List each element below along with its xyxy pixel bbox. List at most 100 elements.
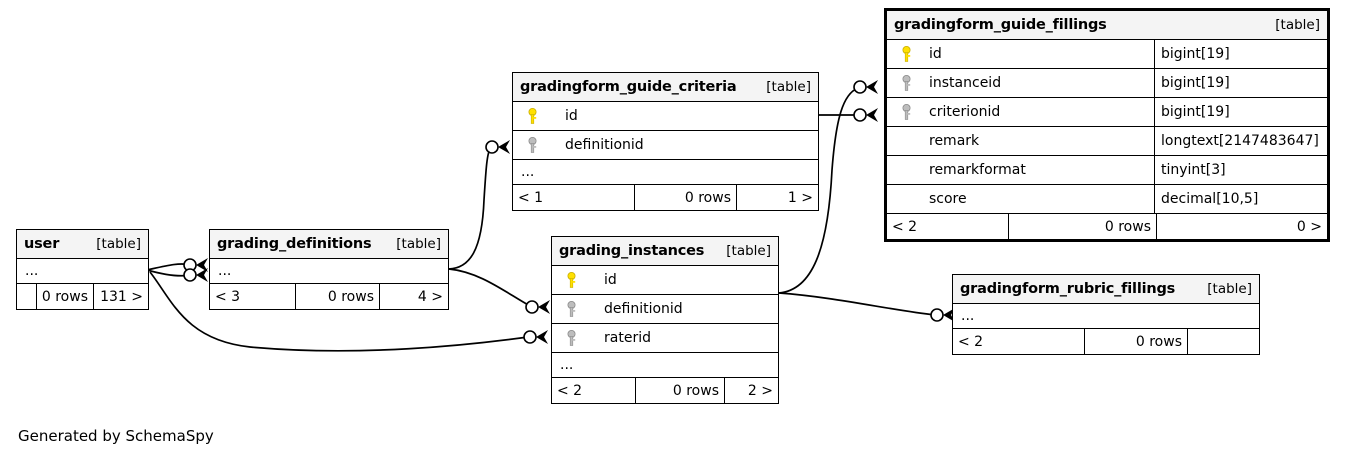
primary-key-icon	[895, 45, 917, 63]
foreign-key-icon	[895, 74, 917, 92]
table-header: grading_definitions [table]	[210, 230, 448, 259]
table-type-tag: [table]	[726, 243, 771, 259]
table-footer: 0 rows 131 >	[17, 284, 148, 309]
table-header: user [table]	[17, 230, 148, 259]
table-header: gradingform_guide_criteria [table]	[513, 73, 818, 102]
column-name: remarkformat	[929, 162, 1026, 178]
footer-row-count: 0 rows	[296, 284, 380, 309]
column-name-cell: raterid	[552, 324, 778, 352]
table-title: user	[24, 236, 60, 252]
column-name-cell: id	[552, 266, 778, 294]
more-columns-indicator: ...	[218, 263, 232, 279]
generated-by-credit: Generated by SchemaSpy	[18, 427, 214, 445]
column-name: id	[565, 108, 578, 124]
footer-row-count: 0 rows	[636, 378, 725, 403]
column-type-cell: bigint[19]	[1161, 75, 1230, 91]
table-row: definitionid	[513, 131, 818, 160]
table-title: gradingform_guide_criteria	[520, 79, 737, 95]
table-row-more: ...	[552, 353, 778, 378]
footer-children-count: 0 >	[1296, 218, 1322, 235]
column-name-cell: id	[513, 102, 818, 130]
column-name-cell: id	[887, 40, 1155, 68]
table-row: raterid	[552, 324, 778, 353]
column-name-cell: instanceid	[887, 69, 1155, 97]
primary-key-icon	[560, 271, 582, 289]
footer-children-count: 4 >	[417, 288, 443, 305]
column-type-cell: bigint[19]	[1161, 46, 1230, 62]
table-node-grading-definitions[interactable]: grading_definitions [table] ... < 3 0 ro…	[209, 229, 449, 310]
table-footer: < 3 0 rows 4 >	[210, 284, 448, 309]
footer-row-count: 0 rows	[1085, 329, 1188, 354]
more-columns-indicator: ...	[560, 357, 574, 373]
table-footer: < 1 0 rows 1 >	[513, 185, 818, 210]
table-row: remarkformat tinyint[3]	[887, 156, 1327, 185]
table-row: id bigint[19]	[887, 40, 1327, 69]
table-title: gradingform_rubric_fillings	[960, 281, 1176, 297]
column-name-cell: definitionid	[552, 295, 778, 323]
footer-row-count: 0 rows	[37, 284, 94, 309]
footer-parents-count: < 2	[552, 378, 636, 403]
footer-row-count: 0 rows	[635, 185, 737, 210]
footer-parents-count: < 2	[887, 214, 1009, 239]
footer-parents-count	[17, 284, 37, 309]
table-node-user[interactable]: user [table] ... 0 rows 131 >	[16, 229, 149, 310]
footer-children-count: 2 >	[747, 382, 773, 399]
column-name: score	[929, 191, 967, 207]
table-header: gradingform_guide_fillings [table]	[887, 11, 1327, 40]
table-type-tag: [table]	[1207, 281, 1252, 297]
table-type-tag: [table]	[766, 79, 811, 95]
table-row-more: ...	[17, 259, 148, 284]
more-columns-indicator: ...	[961, 308, 975, 324]
footer-parents-count: < 1	[513, 185, 635, 210]
column-name-cell: criterionid	[887, 98, 1155, 126]
footer-row-count: 0 rows	[1009, 214, 1157, 239]
more-columns-indicator: ...	[521, 164, 535, 180]
column-name: definitionid	[604, 301, 683, 317]
footer-parents-count: < 2	[953, 329, 1085, 354]
table-footer: < 2 0 rows 2 >	[552, 378, 778, 403]
foreign-key-icon	[521, 136, 543, 154]
table-node-grading-instances[interactable]: grading_instances [table] id	[551, 236, 779, 404]
footer-parents-count: < 3	[210, 284, 296, 309]
table-title: gradingform_guide_fillings	[894, 17, 1107, 33]
table-footer: < 2 0 rows	[953, 329, 1259, 354]
foreign-key-icon	[560, 329, 582, 347]
foreign-key-icon	[560, 300, 582, 318]
table-header: grading_instances [table]	[552, 237, 778, 266]
table-row: instanceid bigint[19]	[887, 69, 1327, 98]
table-node-gradingform-guide-criteria[interactable]: gradingform_guide_criteria [table] id	[512, 72, 819, 211]
table-row-more: ...	[513, 160, 818, 185]
footer-children-count: 1 >	[787, 189, 813, 206]
more-columns-indicator: ...	[25, 263, 39, 279]
table-node-gradingform-rubric-fillings[interactable]: gradingform_rubric_fillings [table] ... …	[952, 274, 1260, 355]
column-name: remark	[929, 133, 980, 149]
column-type-cell: tinyint[3]	[1161, 162, 1226, 178]
footer-children-count: 131 >	[100, 288, 143, 305]
column-name: criterionid	[929, 104, 1001, 120]
column-name-cell: definitionid	[513, 131, 818, 159]
column-name: definitionid	[565, 137, 644, 153]
table-type-tag: [table]	[96, 236, 141, 252]
footer-children-count	[1188, 329, 1259, 354]
column-type-cell: longtext[2147483647]	[1161, 133, 1319, 149]
column-name-cell: score	[887, 185, 1155, 213]
table-row: id	[552, 266, 778, 295]
table-row: remark longtext[2147483647]	[887, 127, 1327, 156]
column-name-cell: remark	[887, 127, 1155, 155]
table-title: grading_instances	[559, 243, 705, 259]
column-type-cell: bigint[19]	[1161, 104, 1230, 120]
column-type-cell: decimal[10,5]	[1161, 191, 1259, 207]
table-row: score decimal[10,5]	[887, 185, 1327, 214]
column-name: raterid	[604, 330, 651, 346]
table-title: grading_definitions	[217, 236, 372, 252]
table-type-tag: [table]	[396, 236, 441, 252]
primary-key-icon	[521, 107, 543, 125]
column-name-cell: remarkformat	[887, 156, 1155, 184]
table-row-more: ...	[210, 259, 448, 284]
column-name: id	[604, 272, 617, 288]
column-name: id	[929, 46, 942, 62]
table-node-gradingform-guide-fillings[interactable]: gradingform_guide_fillings [table] id bi…	[884, 8, 1330, 242]
foreign-key-icon	[895, 103, 917, 121]
table-row: id	[513, 102, 818, 131]
